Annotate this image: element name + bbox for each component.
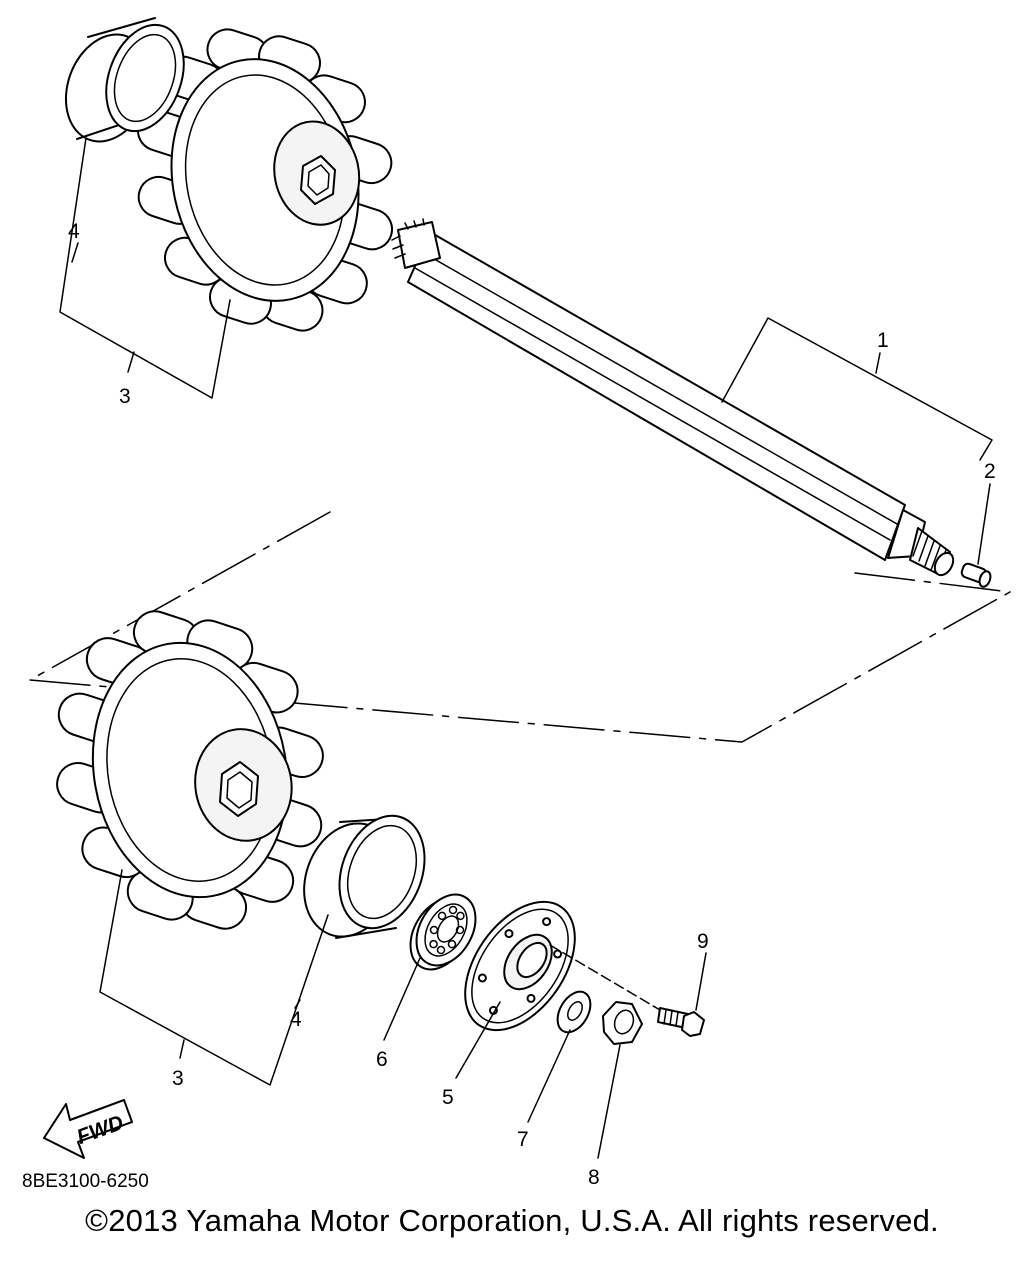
drive-shaft — [391, 218, 955, 577]
bearing-ball — [447, 939, 457, 949]
label-part-5: 5 — [442, 1086, 454, 1109]
label-part-2: 2 — [984, 460, 996, 483]
bearing — [409, 893, 477, 971]
label-part-6: 6 — [376, 1048, 388, 1071]
label-part-9: 9 — [697, 930, 709, 953]
label-part-4-top: 4 — [68, 220, 80, 243]
exploded-parts-diagram: 1 2 4 3 4 3 6 5 7 8 9 FWD 8BE3100-6250 — [22, 17, 1011, 1190]
bearing-ball — [455, 925, 465, 935]
bearing-ball — [436, 945, 446, 955]
sprocket-bottom — [56, 610, 324, 930]
flange-bolt-hole — [553, 949, 563, 959]
diagram-code: 8BE3100-6250 — [22, 1171, 149, 1190]
flange-bolt-holes — [477, 917, 563, 1015]
flange-bolt-hole — [542, 917, 552, 927]
bearing-ball — [448, 905, 458, 915]
washer — [556, 990, 592, 1034]
copyright-notice: ©2013 Yamaha Motor Corporation, U.S.A. A… — [85, 1203, 939, 1238]
nut — [602, 1001, 643, 1045]
fwd-arrow-icon: FWD — [43, 1099, 133, 1159]
bearing-ball — [429, 939, 438, 949]
label-part-7: 7 — [517, 1128, 529, 1151]
assembly-plane-outline — [29, 511, 1011, 743]
flange-bolt-hole — [526, 993, 536, 1003]
bearing-ball — [429, 925, 439, 935]
bearing-balls — [429, 905, 465, 955]
collar-bottom — [303, 814, 426, 939]
label-part-8: 8 — [588, 1166, 600, 1189]
flange-bolt-hole — [504, 929, 514, 939]
collar-top — [64, 17, 185, 143]
bearing-ball — [437, 911, 447, 921]
flange-bolt-hole — [477, 973, 487, 983]
bearing-ball — [456, 911, 465, 921]
label-part-4-bottom: 4 — [290, 1008, 302, 1031]
bearing-flange — [464, 900, 576, 1032]
label-part-3-top: 3 — [119, 385, 131, 408]
set-screw — [960, 562, 992, 588]
leader-lines — [59, 137, 993, 1159]
label-part-3-bottom: 3 — [172, 1067, 184, 1090]
label-part-1: 1 — [877, 329, 889, 352]
bolt — [657, 1007, 705, 1037]
